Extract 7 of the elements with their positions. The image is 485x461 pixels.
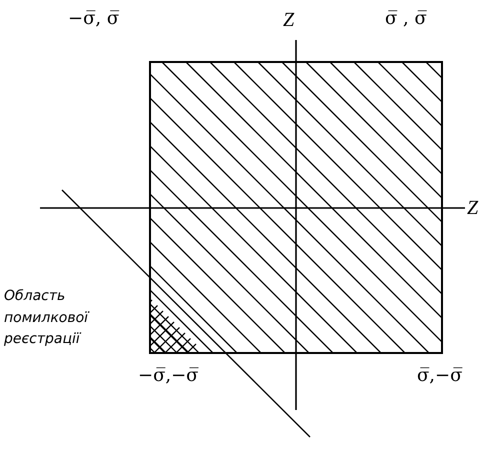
axis-label: Z: [467, 196, 478, 220]
coordinate-label: σ̅ , σ̅: [385, 8, 427, 30]
coordinate-label: −σ̅,−σ̅: [138, 365, 198, 387]
axis-label: Z: [283, 8, 294, 32]
coordinate-label: σ̅,−σ̅: [417, 365, 462, 387]
region-label: Область помилкової реєстрації: [4, 287, 90, 350]
coordinate-label: −σ̅, σ̅: [68, 8, 120, 30]
